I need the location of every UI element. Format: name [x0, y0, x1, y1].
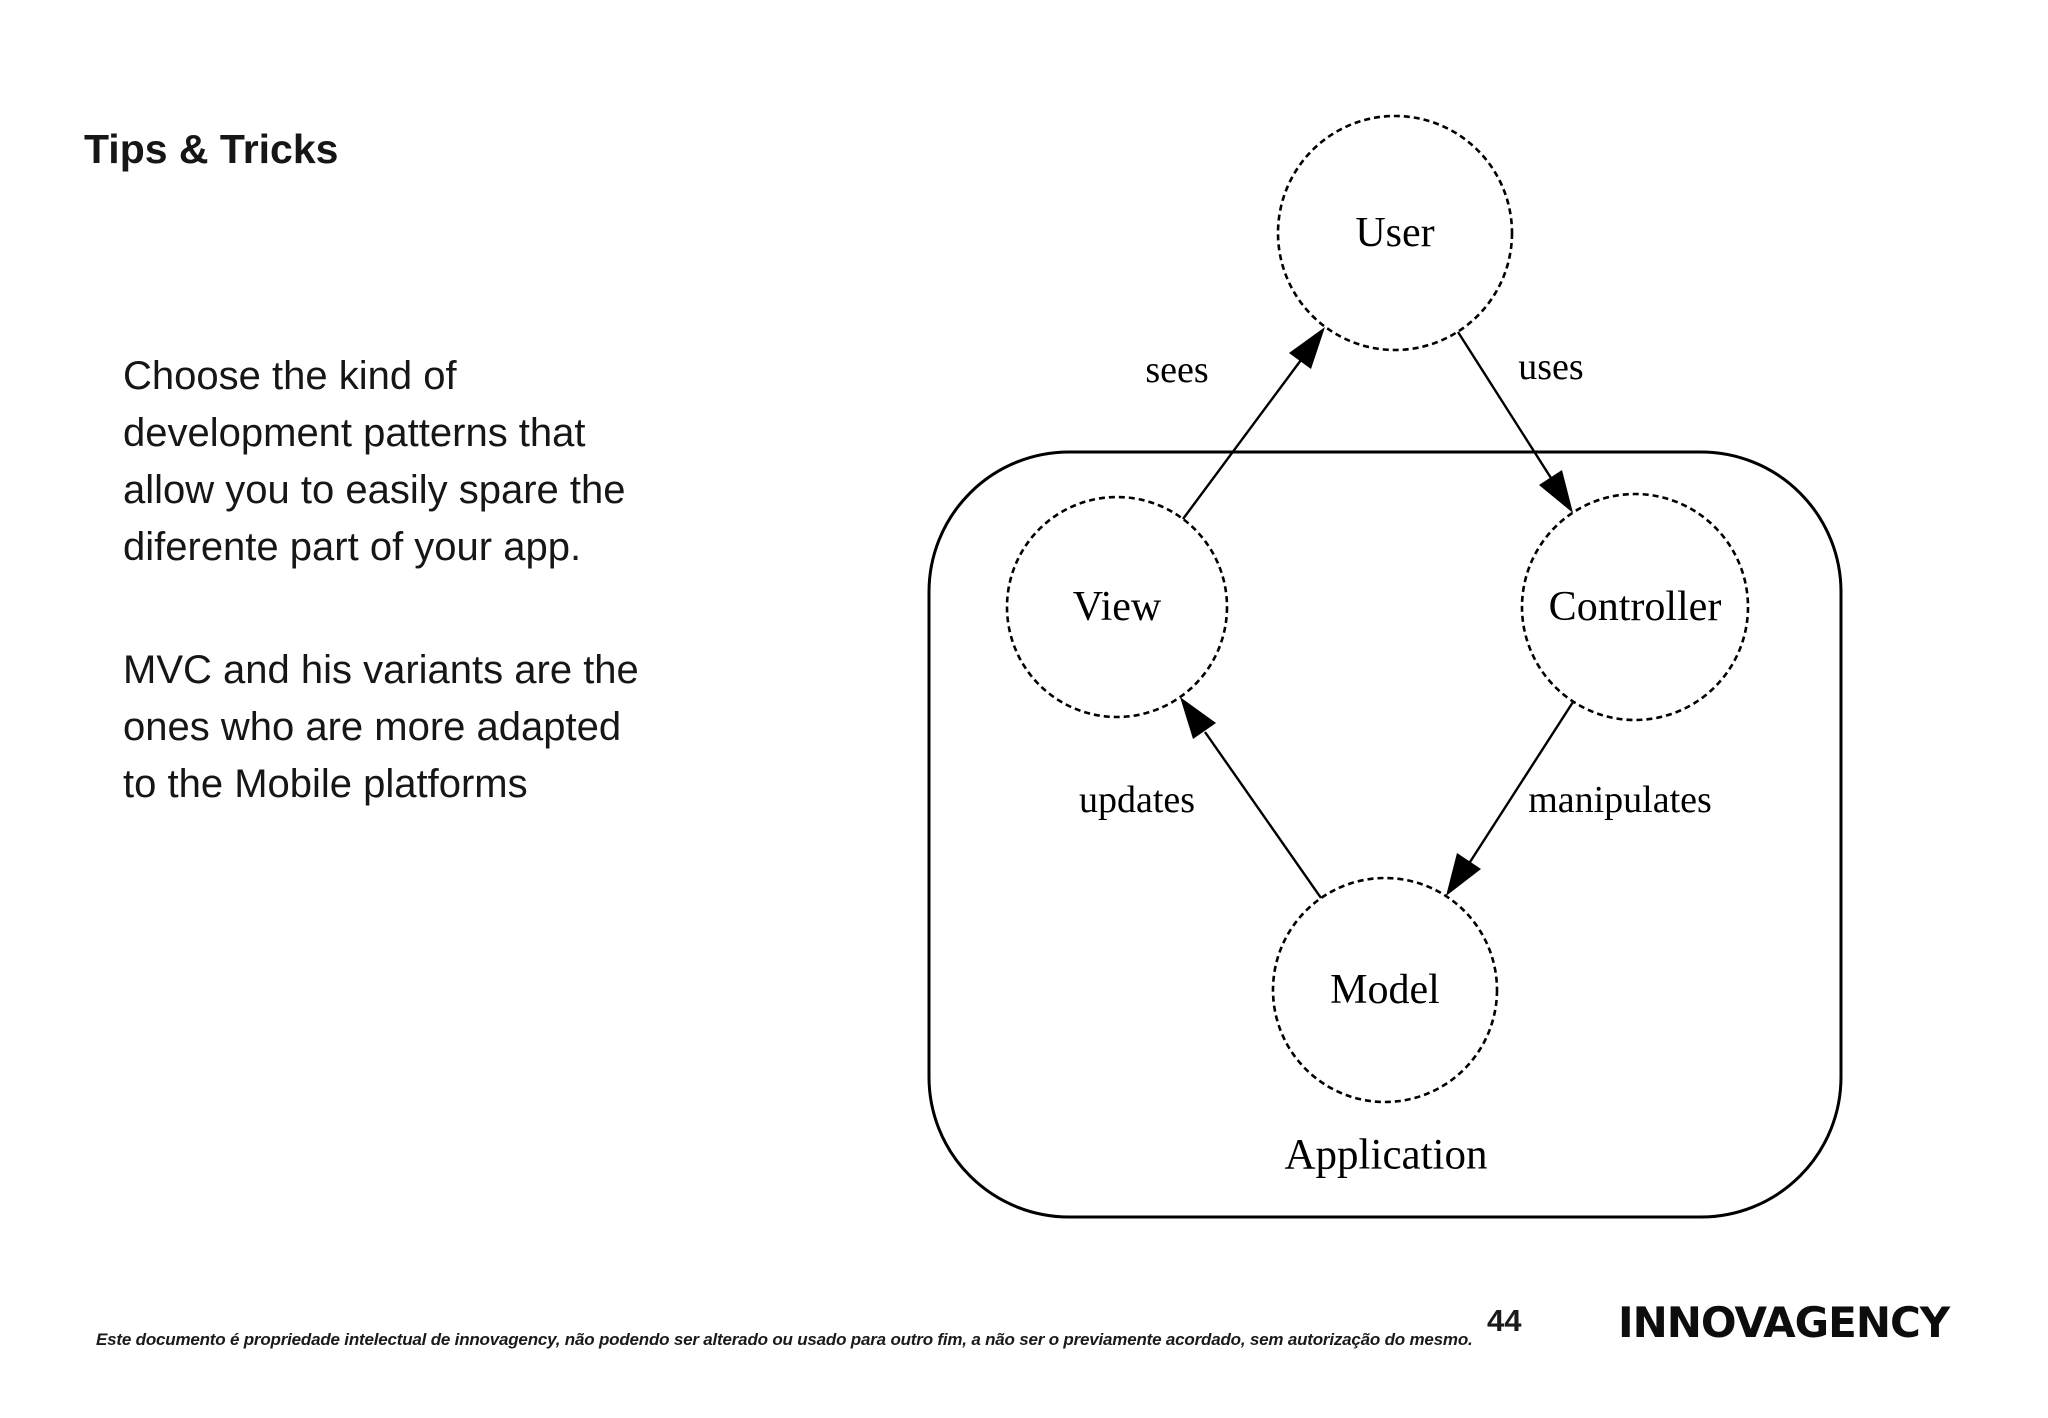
body-line: development patterns that: [123, 411, 586, 455]
page-number: 44: [1487, 1303, 1522, 1338]
controller-node-circle: [1520, 492, 1750, 722]
innovagency-logo: INNOVAGENCY: [1618, 1298, 1950, 1347]
paragraph: MVC and his variants are the ones who ar…: [123, 642, 639, 813]
footer-disclaimer: Este documento é propriedade intelectual…: [96, 1330, 1473, 1349]
controller-node-label: Controller: [1548, 584, 1722, 630]
sees-arrowhead: [1289, 327, 1325, 369]
sees-edge-label: sees: [1145, 349, 1209, 391]
body-text: Choose the kind of development patterns …: [123, 348, 639, 879]
view-node-label: View: [1072, 584, 1162, 630]
updates-arrowhead: [1180, 697, 1216, 739]
application-boundary: [927, 450, 1843, 1219]
body-line: MVC and his variants are the: [123, 648, 639, 692]
uses-arrow-line: [1456, 331, 1553, 479]
body-line: diferente part of your app.: [123, 525, 582, 569]
updates-arrow-line: [1204, 731, 1322, 899]
model-node-circle: [1271, 876, 1499, 1104]
body-line: allow you to easily spare the: [123, 468, 626, 512]
body-line: to the Mobile platforms: [123, 762, 528, 806]
manipulates-arrow-line: [1468, 701, 1575, 863]
sees-arrow-line: [1182, 359, 1302, 520]
manipulates-arrowhead: [1446, 853, 1481, 896]
view-node-circle: [1005, 495, 1229, 719]
user-node-label: User: [1355, 210, 1435, 256]
user-node-circle: [1276, 114, 1514, 352]
application-label: Application: [1284, 1131, 1488, 1179]
body-line: Choose the kind of: [123, 354, 457, 398]
uses-arrowhead: [1539, 470, 1573, 513]
model-node-label: Model: [1330, 967, 1440, 1013]
manipulates-edge-label: manipulates: [1528, 779, 1712, 821]
paragraph: Choose the kind of development patterns …: [123, 348, 626, 576]
body-line: ones who are more adapted: [123, 705, 622, 749]
uses-edge-label: uses: [1518, 346, 1584, 388]
updates-edge-label: updates: [1078, 779, 1196, 821]
page-title: Tips & Tricks: [84, 126, 339, 172]
